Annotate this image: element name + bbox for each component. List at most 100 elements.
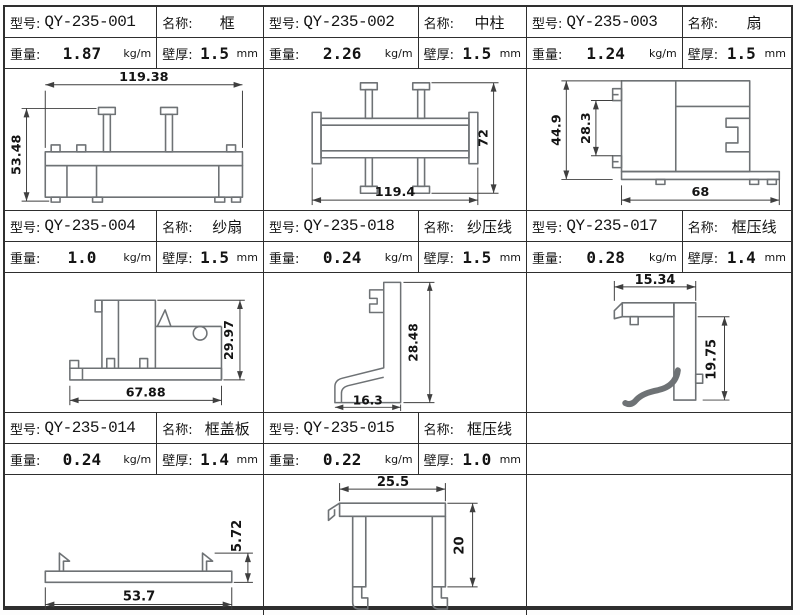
profile-cell-4: 型号: QY-235-004 名称: 纱扇 重量: 1.0 kg/m 壁厚: 1… (5, 211, 264, 413)
model-cell: 型号: QY-235-018 (264, 211, 419, 241)
weight-cell: 重量: 1.0 kg/m (5, 242, 158, 272)
thickness-value: 1.5 (462, 43, 492, 63)
weight-value: 0.28 (586, 247, 625, 267)
dim-inner-height-label: 28.3 (579, 112, 594, 144)
model-name-row: 型号: QY-235-004 名称: 纱扇 (5, 211, 263, 242)
thickness-cell: 壁厚: 1.5 mm (683, 38, 791, 68)
dim-height-label: 72 (477, 129, 492, 147)
weight-unit: kg/m (648, 250, 677, 264)
weight-thickness-row: 重量: 0.24 kg/m 壁厚: 1.5 mm (264, 242, 526, 273)
model-value: QY-235-018 (303, 217, 395, 235)
model-value: QY-235-004 (44, 217, 136, 235)
weight-label: 重量: (532, 251, 563, 267)
weight-cell: 重量: 1.87 kg/m (5, 38, 158, 68)
name-value: 纱压线 (466, 217, 512, 236)
weight-unit: kg/m (123, 46, 152, 60)
name-label: 名称: (687, 16, 719, 32)
thickness-label: 壁厚: (423, 453, 454, 469)
name-label: 名称: (687, 220, 719, 236)
profile-drawing-screen-bead: 28.48 16.3 (264, 273, 526, 412)
weight-value: 1.24 (586, 43, 625, 63)
weight-unit: kg/m (123, 250, 152, 264)
weight-thickness-row: 重量: 0.28 kg/m 壁厚: 1.4 mm (527, 242, 791, 273)
thickness-unit: mm (499, 250, 521, 264)
model-label: 型号: (10, 422, 41, 438)
model-cell: 型号: QY-235-002 (264, 7, 419, 37)
thickness-value: 1.5 (462, 247, 492, 267)
thickness-label: 壁厚: (687, 251, 719, 267)
model-value: QY-235-003 (566, 13, 658, 31)
profile-drawing-sash: 44.9 28.3 68 (527, 69, 791, 210)
name-cell: 名称: 框压线 (419, 413, 526, 443)
model-name-row: 型号: QY-235-018 名称: 纱压线 (264, 211, 526, 242)
name-cell: 名称: 纱扇 (157, 211, 263, 241)
model-name-row: 型号: QY-235-003 名称: 扇 (527, 7, 791, 38)
dim-height-label: 44.9 (549, 114, 564, 146)
dim-height-label: 20 (453, 536, 468, 554)
weight-label: 重量: (10, 47, 41, 63)
dim-width-label: 15.34 (635, 273, 676, 288)
thickness-unit: mm (764, 250, 786, 264)
model-cell: 型号: QY-235-001 (5, 7, 158, 37)
weight-value: 0.22 (322, 449, 362, 469)
weight-value: 0.24 (62, 449, 102, 469)
name-cell: 名称: 框盖板 (157, 413, 263, 443)
model-value: QY-235-002 (303, 13, 395, 31)
weight-label: 重量: (269, 251, 300, 267)
name-value: 纱扇 (212, 217, 243, 236)
name-value: 扇 (746, 13, 762, 32)
model-value: QY-235-017 (566, 217, 658, 235)
profile-foot-curve (622, 367, 681, 407)
profile-drawing-frame-bead-2: 25.5 20 (264, 475, 526, 615)
profile-outline (44, 552, 233, 584)
dimension-annotations: 28.48 16.3 (334, 281, 435, 412)
name-value: 框压线 (731, 217, 777, 236)
dim-height-label: 53.48 (10, 134, 25, 175)
model-name-row: 型号: QY-235-015 名称: 框压线 (264, 413, 526, 444)
dim-height-label: 29.97 (221, 320, 236, 360)
empty-cell (527, 413, 791, 615)
name-label: 名称: (162, 422, 193, 438)
frame-bead-profile-svg: 15.34 19.75 (613, 273, 730, 407)
dimension-annotations: 5.72 53.7 (44, 520, 253, 610)
profile-outline (44, 106, 244, 203)
thickness-cell: 壁厚: 1.4 mm (683, 242, 791, 272)
profile-cell-5: 型号: QY-235-018 名称: 纱压线 重量: 0.24 kg/m 壁厚:… (264, 211, 527, 413)
profile-outline (611, 80, 781, 186)
frame-profile-svg: 119.38 53.48 (10, 70, 244, 203)
model-label: 型号: (532, 220, 563, 236)
dimension-annotations: 44.9 28.3 68 (549, 80, 780, 206)
profile-cell-7: 型号: QY-235-014 名称: 框盖板 重量: 0.24 kg/m 壁厚:… (5, 413, 264, 615)
weight-value: 2.26 (322, 43, 362, 63)
thickness-value: 1.5 (200, 247, 230, 267)
weight-label: 重量: (10, 453, 41, 469)
dim-width-label: 119.38 (119, 70, 168, 85)
weight-unit: kg/m (123, 452, 152, 466)
weight-thickness-row: 重量: 1.0 kg/m 壁厚: 1.5 mm (5, 242, 263, 273)
thickness-value: 1.4 (726, 247, 756, 267)
profile-cell-1: 型号: QY-235-001 名称: 框 重量: 1.87 kg/m 壁厚: 1… (5, 7, 264, 211)
model-value: QY-235-015 (303, 419, 395, 437)
dimension-annotations: 29.97 67.88 (69, 299, 245, 406)
dim-height-label: 19.75 (705, 339, 720, 380)
name-label: 名称: (162, 16, 193, 32)
thickness-unit: mm (499, 452, 521, 466)
weight-cell: 重量: 0.22 kg/m (264, 444, 419, 474)
frame-cover-profile-svg: 5.72 53.7 (44, 520, 253, 610)
profile-drawing-mullion: 72 119.4 (264, 69, 526, 210)
thickness-unit: mm (236, 452, 258, 466)
profile-drawing-frame-bead-1: 15.34 19.75 (527, 273, 791, 412)
weight-label: 重量: (269, 47, 300, 63)
weight-thickness-row: 重量: 0.24 kg/m 壁厚: 1.4 mm (5, 444, 263, 475)
model-label: 型号: (10, 220, 41, 236)
name-value: 框 (219, 13, 235, 32)
profile-outline (311, 82, 479, 195)
weight-unit: kg/m (384, 452, 413, 466)
profile-spec-table: 型号: QY-235-001 名称: 框 重量: 1.87 kg/m 壁厚: 1… (3, 5, 793, 615)
weight-cell: 重量: 1.24 kg/m (527, 38, 683, 68)
thickness-label: 壁厚: (423, 251, 454, 267)
name-label: 名称: (423, 422, 454, 438)
profile-cell-8: 型号: QY-235-015 名称: 框压线 重量: 0.22 kg/m 壁厚:… (264, 413, 527, 615)
thickness-value: 1.5 (726, 43, 756, 63)
weight-unit: kg/m (648, 46, 677, 60)
